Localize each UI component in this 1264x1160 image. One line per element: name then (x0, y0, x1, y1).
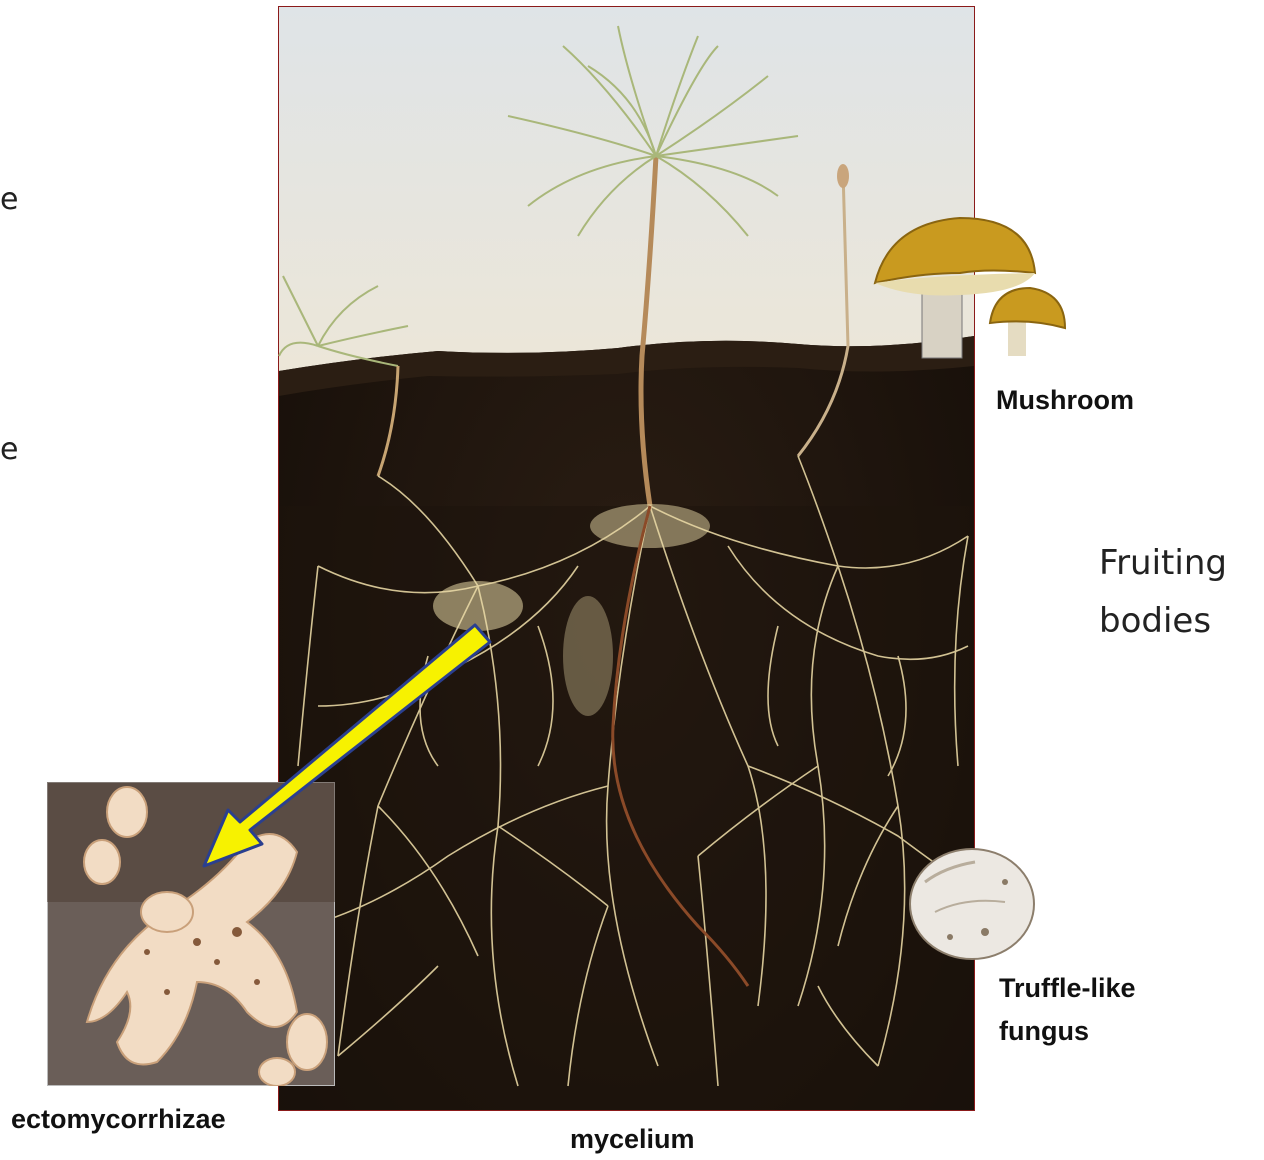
mycelium-label: mycelium (570, 1123, 695, 1155)
cut-off-text-1: e (0, 182, 18, 217)
fruiting-bodies-label-line1: Fruiting (1099, 542, 1227, 584)
truffle-label-line2: fungus (999, 1015, 1089, 1047)
ectomycorrhizae-label: ectomycorrhizae (11, 1103, 226, 1135)
fruiting-bodies-label-line2: bodies (1099, 600, 1211, 642)
pine-seedling-mycelium-photo (278, 6, 975, 1111)
mushroom-photo (870, 213, 1070, 363)
yellow-arrow-icon (190, 610, 500, 880)
truffle-photo (905, 842, 1040, 962)
cut-off-text-2: e (0, 432, 18, 467)
truffle-label-line1: Truffle-like (999, 972, 1136, 1004)
mushroom-label: Mushroom (996, 384, 1134, 416)
